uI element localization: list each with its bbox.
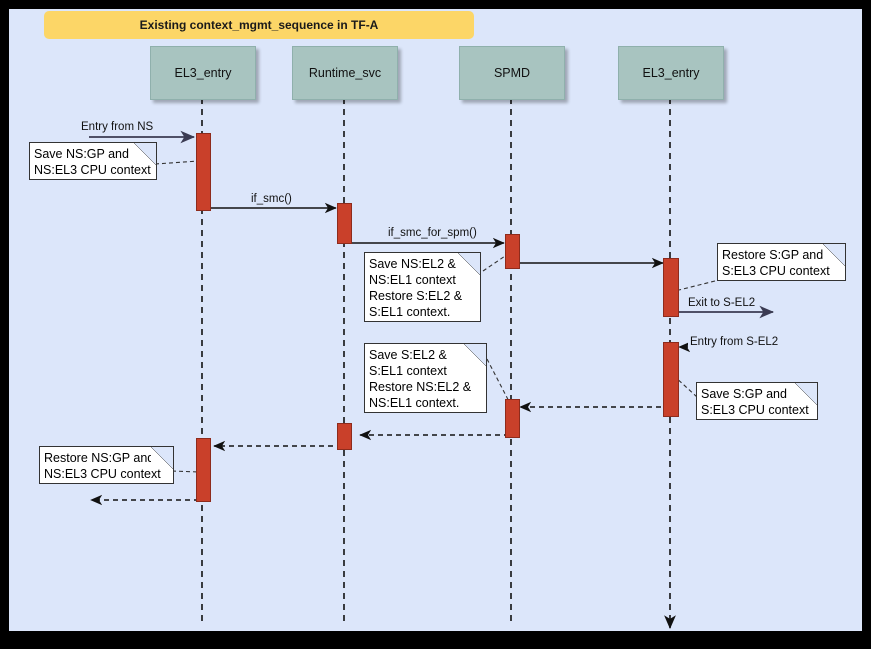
note-save-s-el2: Save S:EL2 & S:EL1 context Restore NS:EL… — [364, 343, 487, 413]
note-line: S:EL3 CPU context — [722, 264, 830, 278]
participant-runtime-svc[interactable]: Runtime_svc — [292, 46, 398, 100]
activation-bar-runtime-svc-2 — [337, 423, 352, 450]
activation-bar-runtime-svc-1 — [337, 203, 352, 244]
note-fold-corner-icon — [134, 143, 156, 165]
note-leader-4 — [672, 374, 698, 398]
activation-bar-spmd-2 — [505, 399, 520, 438]
message-label-exit-to-s-el2: Exit to S-EL2 — [686, 297, 758, 309]
note-fold-corner-icon — [151, 447, 173, 469]
message-label-if-smc: if_smc() — [249, 193, 294, 205]
participant-spmd[interactable]: SPMD — [459, 46, 565, 100]
participant-label: EL3_entry — [642, 66, 700, 80]
note-line: Restore NS:EL2 & — [369, 380, 472, 394]
activation-bar-el3-entry-s-1 — [663, 258, 679, 317]
note-restore-ns-gp: Restore NS:GP and NS:EL3 CPU context — [39, 446, 174, 484]
note-leader-1 — [154, 160, 200, 165]
note-line: NS:EL3 CPU context — [44, 467, 161, 481]
note-leader-6 — [171, 470, 201, 473]
note-line: Restore NS:GP and — [44, 451, 155, 465]
diagram-title: Existing context_mgmt_sequence in TF-A — [139, 18, 379, 32]
note-fold-corner-icon — [458, 253, 480, 275]
message-label-entry-from-s-el2: Entry from S-EL2 — [688, 336, 781, 348]
message-label-if-smc-for-spm: if_smc_for_spm() — [386, 227, 479, 239]
participant-label: Runtime_svc — [308, 66, 382, 80]
message-label-entry-from-ns: Entry from NS — [79, 121, 156, 133]
note-line: S:EL1 context — [369, 364, 447, 378]
note-fold-corner-icon — [823, 244, 845, 266]
note-save-s-gp: Save S:GP and S:EL3 CPU context — [696, 382, 818, 420]
note-line: S:EL1 context. — [369, 305, 451, 319]
activation-bar-el3-entry-ns-1 — [196, 133, 211, 211]
participant-el3-entry-s[interactable]: EL3_entry — [618, 46, 724, 100]
note-save-ns-el2: Save NS:EL2 & NS:EL1 context Restore S:E… — [364, 252, 481, 322]
note-fold-corner-icon — [795, 383, 817, 405]
note-leader-3 — [678, 280, 716, 291]
activation-bar-el3-entry-s-2 — [663, 342, 679, 417]
note-line: Save NS:EL2 & — [369, 257, 456, 271]
diagram-canvas: Existing context_mgmt_sequence in TF-A — [9, 9, 862, 631]
note-line: Save S:GP and — [701, 387, 787, 401]
note-line: Save NS:GP and — [34, 147, 129, 161]
participant-el3-entry-ns[interactable]: EL3_entry — [150, 46, 256, 100]
participant-label: EL3_entry — [174, 66, 232, 80]
note-line: NS:EL1 context. — [369, 396, 460, 410]
note-line: NS:EL1 context — [369, 273, 456, 287]
note-line: S:EL3 CPU context — [701, 403, 809, 417]
participant-label: SPMD — [493, 66, 531, 80]
note-line: Save S:EL2 & — [369, 348, 447, 362]
note-line: Restore S:GP and — [722, 248, 824, 262]
diagram-title-banner: Existing context_mgmt_sequence in TF-A — [44, 11, 474, 39]
note-line: Restore S:EL2 & — [369, 289, 463, 303]
note-fold-corner-icon — [464, 344, 486, 366]
note-line: NS:EL3 CPU context — [34, 163, 151, 177]
note-save-ns-gp: Save NS:GP and NS:EL3 CPU context — [29, 142, 157, 180]
note-restore-s-gp: Restore S:GP and S:EL3 CPU context — [717, 243, 846, 281]
activation-bar-spmd-1 — [505, 234, 520, 269]
activation-bar-el3-entry-ns-2 — [196, 438, 211, 502]
